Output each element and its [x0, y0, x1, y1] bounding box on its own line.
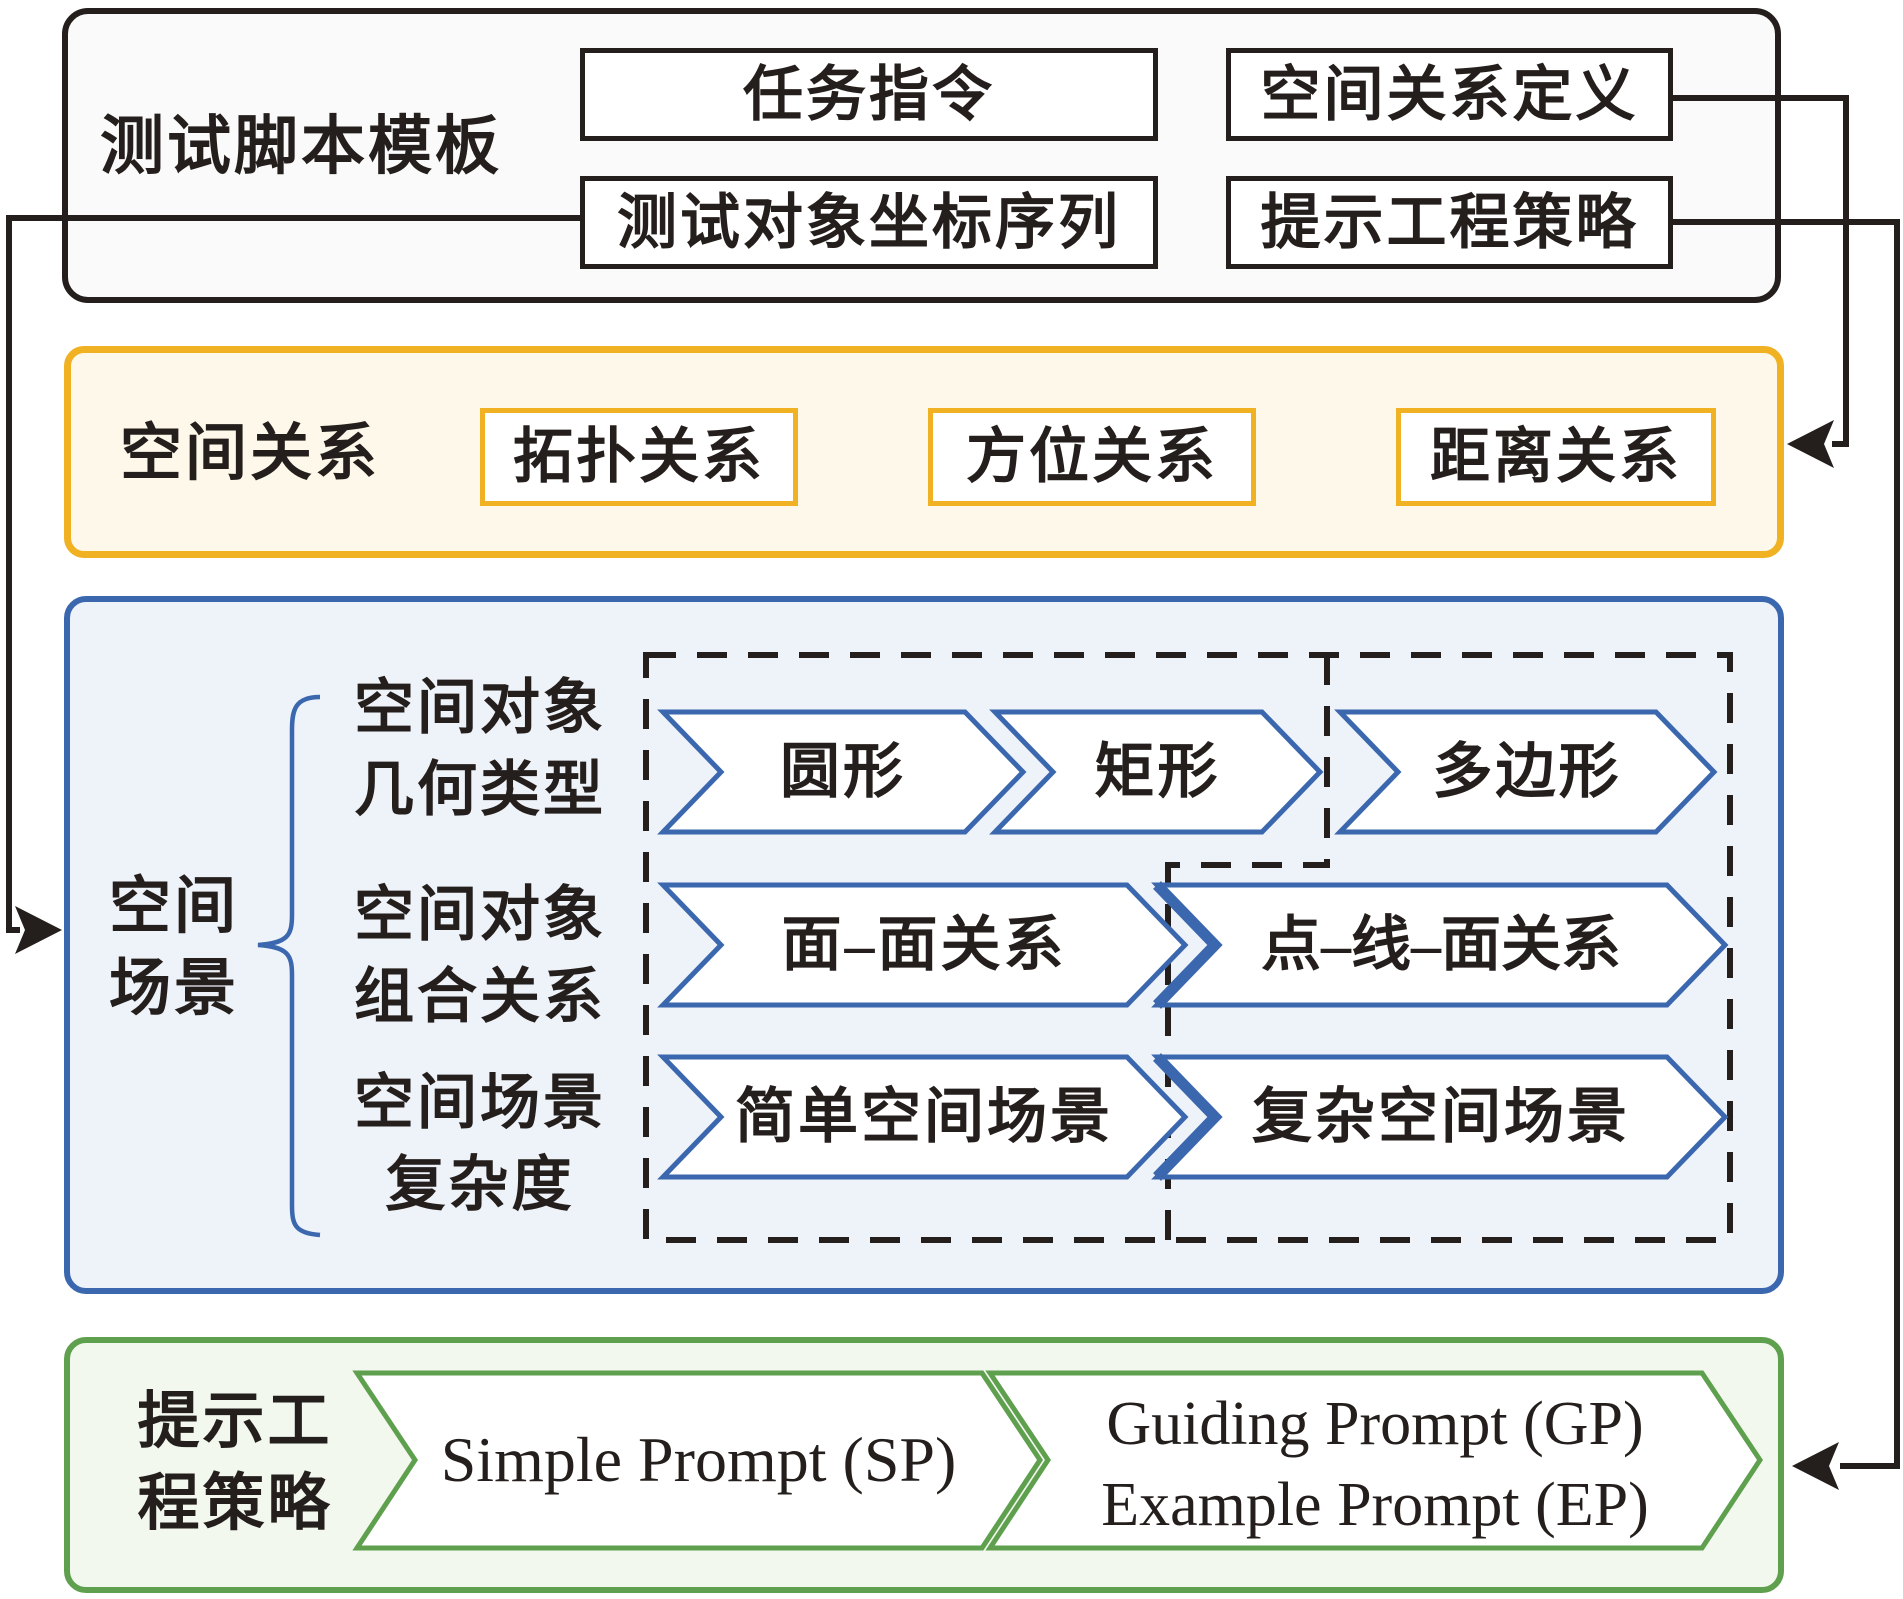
prompt-engineering-strategy-box [1226, 176, 1673, 269]
template-box-title: 测试脚本模板 [100, 110, 502, 182]
directional-relation-box [928, 408, 1256, 506]
chevron-simple-prompt [352, 1370, 1043, 1551]
chevron-guiding-example-prompt [985, 1370, 1763, 1551]
distance-relation-label: 距离关系 [1430, 424, 1682, 490]
row-label-combination-relation-line2: 组合关系 [354, 964, 606, 1030]
directional-relation-label: 方位关系 [966, 424, 1218, 490]
spatial-scene-title-line1: 空间 [108, 873, 239, 941]
test-object-coordinate-sequence-label: 测试对象坐标序列 [617, 189, 1121, 256]
spatial-relations-title: 空间关系 [119, 419, 380, 488]
task-instruction-label: 任务指令 [743, 61, 995, 128]
bold-tail-point-line-area [1153, 881, 1223, 1009]
chevron-point-line-area-label: 点–线–面关系 [1261, 912, 1621, 978]
row-label-combination-relation-line1: 空间对象 [354, 882, 606, 948]
row-label-scene-complexity-line2: 复杂度 [385, 1152, 575, 1218]
topological-relation-box [480, 408, 798, 506]
topological-relation-label: 拓扑关系 [513, 424, 765, 490]
connector-sequence-to-scene [6, 215, 580, 933]
chevron-polygon-label: 多边形 [1432, 739, 1622, 805]
chevron-polygon [1334, 709, 1718, 835]
row-label-scene-complexity-line1: 空间场景 [354, 1070, 606, 1136]
row-label-geometry-type-line2: 几何类型 [354, 757, 606, 823]
prompt-engineering-strategy-label: 提示工程策略 [1260, 189, 1639, 256]
arrowhead-into-relations [1787, 420, 1834, 468]
chevron-rectangle [989, 709, 1324, 835]
connector-strategy-to-prompts [1673, 219, 1900, 1469]
spatial-scene-title-line2: 场景 [108, 955, 239, 1023]
chevron-area-area-label: 面–面关系 [781, 912, 1067, 978]
chevron-area-area-relation [657, 882, 1189, 1008]
chevron-circle [657, 709, 1027, 835]
arrowhead-into-prompts [1792, 1442, 1839, 1490]
guiding-prompt-label: Guiding Prompt (GP) [1106, 1389, 1644, 1458]
bold-tail-complex-scene [1153, 1053, 1223, 1181]
spatial-relation-definition-box [1226, 48, 1673, 141]
arrowhead-into-scene [15, 906, 62, 954]
prompt-strategy-title: 提示工 程策略 [115, 1381, 355, 1545]
row-label-combination-relation: 空间对象 组合关系 [345, 874, 615, 1038]
row-label-geometry-type: 空间对象 几何类型 [345, 667, 615, 831]
chevron-simple-scene [657, 1054, 1189, 1180]
spatial-scene-title: 空间 场景 [85, 866, 263, 1030]
example-prompt-label: Example Prompt (EP) [1101, 1470, 1649, 1539]
simple-prompt-label: Simple Prompt (SP) [440, 1423, 957, 1495]
spatial-relation-definition-label: 空间关系定义 [1260, 61, 1639, 128]
distance-relation-box [1396, 408, 1716, 506]
connector-definition-to-relations [1673, 95, 1849, 447]
task-instruction-box [580, 48, 1158, 141]
row-label-geometry-type-line1: 空间对象 [354, 675, 606, 741]
chevron-complex-scene-label: 复杂空间场景 [1252, 1084, 1630, 1150]
chevron-simple-scene-label: 简单空间场景 [735, 1084, 1113, 1150]
chevron-circle-label: 圆形 [780, 739, 906, 805]
chevron-rectangle-label: 矩形 [1094, 739, 1221, 805]
test-object-coordinate-sequence-box [580, 176, 1158, 269]
prompt-strategy-title-line2: 程策略 [137, 1470, 333, 1538]
prompt-strategy-title-line1: 提示工 [137, 1388, 333, 1456]
dashed-step-divider [1165, 655, 1330, 1240]
row-label-scene-complexity: 空间场景 复杂度 [345, 1062, 615, 1226]
dashed-region-outline [643, 652, 1733, 1243]
scene-brace [257, 694, 321, 1238]
